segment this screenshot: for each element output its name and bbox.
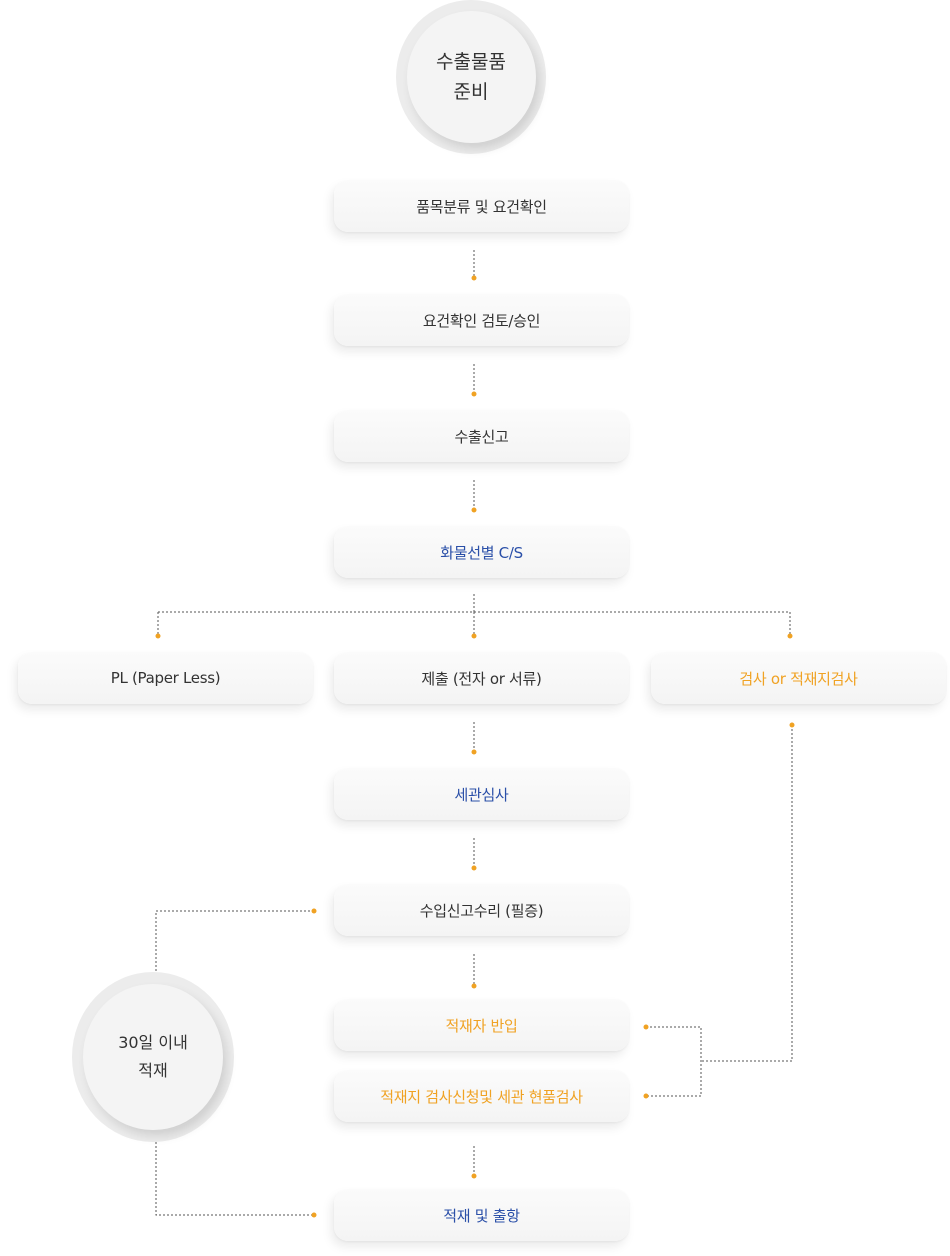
step-declare: 수출신고: [334, 410, 629, 462]
start-node-line1: 수출물품: [436, 51, 506, 73]
side-node-inner: 30일 이내 적재: [83, 983, 223, 1131]
step-paper-less: PL (Paper Less): [18, 652, 313, 704]
start-node-line2: 준비: [453, 81, 489, 103]
step-submit: 제출 (전자 or 서류): [334, 652, 629, 704]
step-classify: 품목분류 및 요건확인: [334, 180, 629, 232]
step-review: 요건확인 검토/승인: [334, 294, 629, 346]
side-node-line1: 30일 이내: [118, 1033, 188, 1052]
step-carry-in: 적재자 반입: [334, 999, 629, 1051]
step-inspection: 검사 or 적재지검사: [651, 652, 946, 704]
start-node-inner: 수출물품 준비: [406, 10, 536, 144]
step-customs-audit: 세관심사: [334, 768, 629, 820]
side-node-line2: 적재: [138, 1061, 168, 1080]
step-onsite-inspection: 적재지 검사신청및 세관 현품검사: [334, 1070, 629, 1122]
side-node-30-days: 30일 이내 적재: [72, 972, 234, 1142]
step-cargo-selection: 화물선별 C/S: [334, 526, 629, 578]
step-load-depart: 적재 및 출항: [334, 1189, 629, 1241]
start-node-export-goods-prep: 수출물품 준비: [396, 0, 546, 154]
step-acceptance: 수입신고수리 (필증): [334, 884, 629, 936]
